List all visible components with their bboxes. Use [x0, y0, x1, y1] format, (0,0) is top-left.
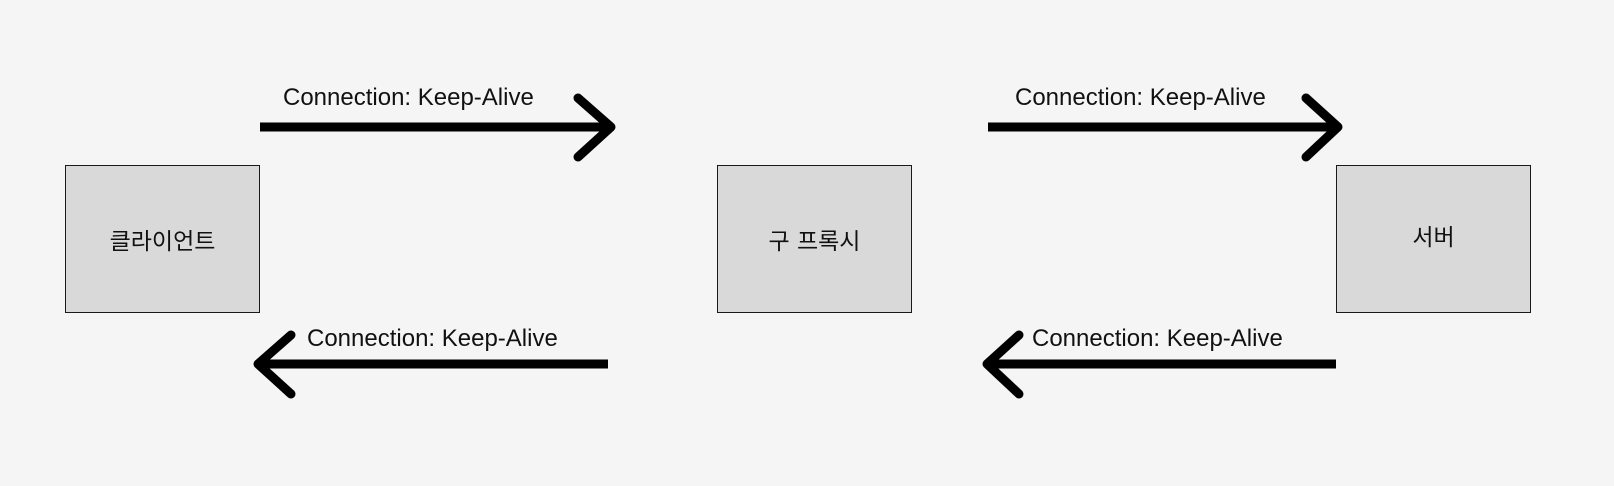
node-client-label: 클라이언트: [109, 229, 216, 255]
arrow-proxy-to-client: [253, 330, 608, 399]
arrow-client-to-proxy: [260, 93, 616, 162]
arrow-server-to-proxy: [982, 330, 1336, 399]
edge-label-proxy-to-client: Connection: Keep-Alive: [307, 325, 558, 352]
node-proxy: 구 프록시: [717, 165, 912, 313]
node-server: 서버: [1336, 165, 1531, 313]
edge-label-server-to-proxy: Connection: Keep-Alive: [1032, 325, 1283, 352]
arrow-proxy-to-server: [988, 93, 1343, 162]
node-proxy-label: 구 프록시: [768, 229, 861, 255]
node-server-label: 서버: [1412, 225, 1455, 251]
edge-label-proxy-to-server: Connection: Keep-Alive: [1015, 84, 1266, 111]
edge-label-client-to-proxy: Connection: Keep-Alive: [283, 84, 534, 111]
node-client: 클라이언트: [65, 165, 260, 313]
